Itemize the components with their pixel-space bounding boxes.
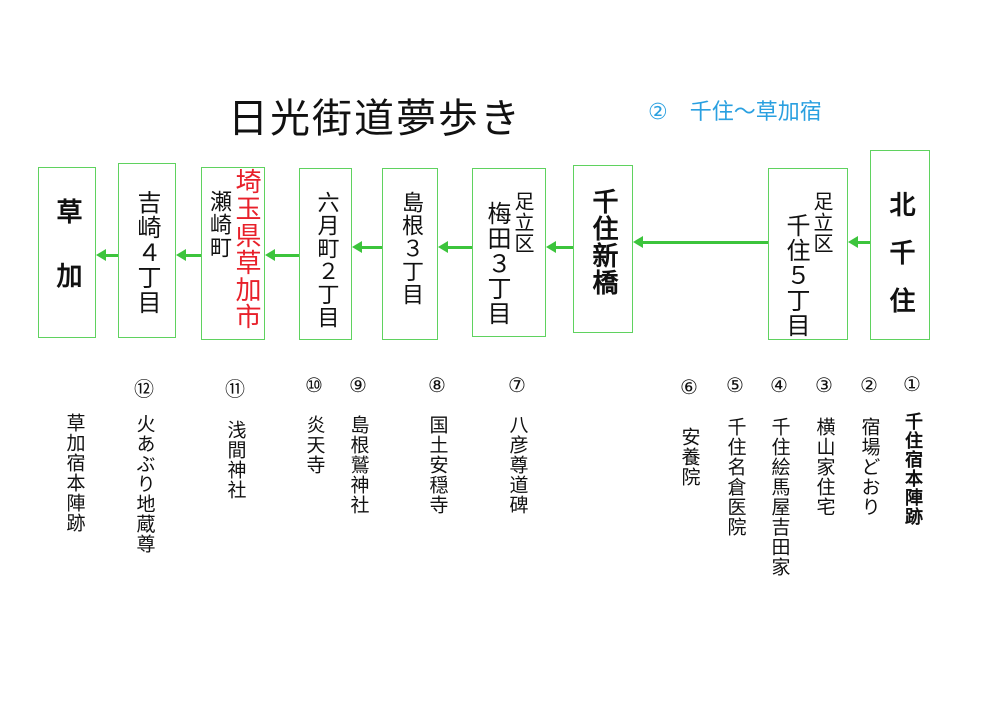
landmark-name: 千住名倉医院 [724, 417, 747, 537]
page-title: 日光街道夢歩き [228, 96, 522, 142]
landmark-11: ⑪ 浅間神社 [215, 373, 255, 504]
station-yoshizaki4: 吉崎４丁目 [118, 163, 176, 338]
station-label: 北千住 [885, 191, 915, 335]
landmark-number: ⑪ [225, 377, 245, 401]
landmark-name: 島根鷲神社 [347, 415, 370, 515]
station-label: 吉崎４丁目 [133, 190, 161, 315]
station-kitasenju: 北千住 [870, 150, 930, 340]
station-rokugatsu2: 六月町２丁目 [299, 168, 352, 340]
landmark-number: ⑨ [349, 373, 367, 397]
landmark-number: ② [860, 373, 878, 397]
landmark-name: 千住絵馬屋吉田家 [768, 417, 791, 577]
station-senjushinbashi: 千住新橋 [573, 165, 633, 333]
station-ward: 足立区 [810, 191, 834, 254]
station-label: 草加 [52, 198, 82, 326]
landmark-name: 横山家住宅 [813, 417, 836, 517]
landmark-4: ④ 千住絵馬屋吉田家 [759, 373, 799, 581]
landmark-3: ③ 横山家住宅 [804, 373, 844, 521]
landmark-number: ③ [815, 373, 833, 397]
station-sezaki: 埼玉県草加市 瀬崎町 [201, 167, 265, 340]
landmark-7: ⑦ 八彦尊道碑 [497, 373, 537, 519]
landmark-5: ⑤ 千住名倉医院 [715, 373, 755, 541]
landmark-6: ⑥ 安養院 [669, 375, 709, 491]
arrow-left-icon [352, 241, 382, 253]
arrow-left-icon [265, 249, 299, 261]
landmark-1: ① 千住宿本陣跡 [892, 372, 932, 530]
station-label: 梅田３丁目 [483, 201, 511, 326]
subtitle: ② 千住～草加宿 [648, 94, 822, 126]
station-label: 千住新橋 [588, 188, 618, 296]
arrow-left-icon [633, 236, 768, 248]
landmark-number: ⑤ [726, 373, 744, 397]
landmark-name: 火あぶり地蔵尊 [133, 414, 156, 554]
station-label: 島根３丁目 [398, 191, 423, 306]
station-label: 千住５丁目 [782, 213, 810, 338]
arrow-left-icon [848, 236, 870, 248]
landmark-number: ⑫ [134, 377, 154, 401]
station-senju5: 足立区 千住５丁目 [768, 168, 848, 340]
arrow-left-icon [176, 249, 201, 261]
landmark-number: ④ [770, 373, 788, 397]
prefecture-city-label: 埼玉県草加市 [231, 168, 261, 330]
section-number: ② [648, 100, 668, 125]
landmark-12: ⑫ 火あぶり地蔵尊 [124, 373, 164, 558]
landmark-name: 八彦尊道碑 [506, 415, 529, 515]
landmark-number: ⑩ [305, 373, 323, 397]
landmark-name: 宿場どおり [858, 417, 881, 517]
arrow-left-icon [438, 241, 472, 253]
arrow-left-icon [546, 241, 573, 253]
station-label: 六月町２丁目 [313, 191, 339, 329]
landmark-8: ⑧ 国土安穏寺 [417, 373, 457, 519]
station-umeda3: 足立区 梅田３丁目 [472, 168, 546, 337]
landmark-number: ⑧ [428, 373, 446, 397]
landmark-10: ⑩ 炎天寺 [294, 373, 334, 479]
landmark-number: ⑥ [680, 375, 698, 399]
landmark-number: ⑦ [508, 373, 526, 397]
landmark-9: ⑨ 島根鷲神社 [338, 373, 378, 519]
landmark-2: ② 宿場どおり [849, 373, 889, 521]
landmark-name: 炎天寺 [303, 415, 326, 475]
landmark-name: 国土安穏寺 [426, 415, 449, 515]
landmark-name: 草加宿本陣跡 [63, 413, 86, 533]
station-ward: 足立区 [511, 191, 535, 254]
landmark-name: 千住宿本陣跡 [902, 412, 923, 526]
landmark-name: 安養院 [678, 427, 701, 487]
station-shimane3: 島根３丁目 [382, 168, 438, 340]
landmark-number: ① [903, 372, 921, 396]
landmark-soka-honjin: 草加宿本陣跡 [54, 397, 94, 537]
station-soka: 草加 [38, 167, 96, 338]
section-text: 千住～草加宿 [689, 100, 822, 125]
station-label: 瀬崎町 [206, 190, 231, 259]
arrow-left-icon [96, 249, 118, 261]
landmark-name: 浅間神社 [224, 420, 247, 500]
